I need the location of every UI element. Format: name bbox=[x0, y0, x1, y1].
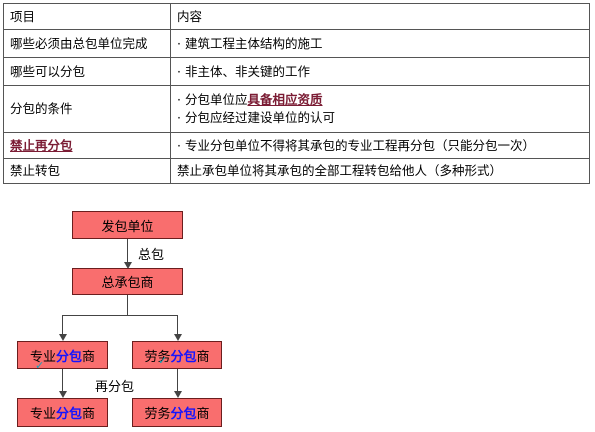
arrow-down-icon bbox=[59, 391, 67, 398]
arrow-down-icon bbox=[124, 262, 132, 269]
no-resubcontract-label: 禁止再分包 bbox=[10, 137, 73, 153]
box-text: 劳务 bbox=[144, 407, 171, 422]
arrow-down-icon bbox=[174, 391, 182, 398]
header-item: 项目 bbox=[3, 3, 171, 30]
row-item: 禁止再分包 bbox=[3, 132, 171, 159]
connector-line bbox=[127, 295, 128, 315]
connector-line bbox=[62, 369, 63, 392]
row-content: 非主体、非关键的工作 bbox=[170, 57, 590, 86]
header-content: 内容 bbox=[170, 3, 590, 30]
box-text: 劳务 bbox=[144, 349, 171, 365]
table-row: 禁止转包 禁止承包单位将其承包的全部工程转包给他人（多种形式） bbox=[3, 158, 590, 184]
connector-line bbox=[62, 315, 178, 316]
row-item: 哪些必须由总包单位完成 bbox=[3, 29, 171, 58]
box-text-emphasis: 分包 bbox=[170, 349, 197, 365]
row-item: 哪些可以分包 bbox=[3, 57, 171, 86]
box-text: 商 bbox=[196, 349, 210, 365]
table-row: 哪些必须由总包单位完成 建筑工程主体结构的施工 bbox=[3, 29, 590, 58]
table-row: 分包的条件 分包单位应具备相应资质 分包应经过建设单位的认可 bbox=[3, 85, 590, 133]
box-text: 专业 bbox=[29, 407, 56, 422]
row-content-line: 分包应经过建设单位的认可 bbox=[177, 109, 583, 127]
box-text-emphasis: 分包 bbox=[55, 349, 82, 365]
row-content: 禁止承包单位将其承包的全部工程转包给他人（多种形式） bbox=[170, 158, 590, 184]
arrow-down-icon bbox=[59, 334, 67, 341]
row-item: 禁止转包 bbox=[3, 158, 171, 184]
box-text: 商 bbox=[196, 407, 210, 422]
labor-subcontractor-box: 劳务分包商 bbox=[132, 341, 222, 369]
row-content: 专业分包单位不得将其承包的专业工程再分包（只能分包一次） bbox=[170, 132, 590, 159]
table-row: 哪些可以分包 非主体、非关键的工作 bbox=[3, 57, 590, 86]
checkmark-icon: ✓ bbox=[35, 359, 45, 372]
box-text: 商 bbox=[82, 349, 96, 365]
box-text: 专业 bbox=[29, 349, 56, 365]
row-content: 建筑工程主体结构的施工 bbox=[170, 29, 590, 58]
qualification-emphasis: 具备相应资质 bbox=[247, 92, 323, 107]
row-content-line: 专业分包单位不得将其承包的专业工程再分包（只能分包一次） bbox=[177, 138, 535, 153]
employer-box: 发包单位 bbox=[72, 211, 183, 239]
content-text: 分包单位应 bbox=[184, 92, 248, 107]
table-row: 禁止再分包 专业分包单位不得将其承包的专业工程再分包（只能分包一次） bbox=[3, 132, 590, 159]
specialty-subcontractor-box: 专业分包商 bbox=[17, 341, 108, 369]
row-content-line: 非主体、非关键的工作 bbox=[177, 64, 310, 79]
checkmark-icon: ✓ bbox=[158, 354, 168, 367]
labor-subcontractor-box-2: 劳务分包商 bbox=[132, 398, 222, 427]
connector-line bbox=[62, 315, 63, 335]
row-content-line: 建筑工程主体结构的施工 bbox=[177, 36, 323, 51]
resubcontract-label: 再分包 bbox=[95, 380, 135, 395]
rules-table: 项目 内容 哪些必须由总包单位完成 建筑工程主体结构的施工 哪些可以分包 非主体… bbox=[3, 3, 590, 184]
box-text-emphasis: 分包 bbox=[170, 407, 197, 422]
table-header-row: 项目 内容 bbox=[3, 3, 590, 30]
specialty-subcontractor-box-2: 专业分包商 bbox=[17, 398, 108, 427]
connector-line bbox=[127, 239, 128, 263]
general-contract-label: 总包 bbox=[138, 248, 165, 263]
row-item: 分包的条件 bbox=[3, 85, 171, 133]
arrow-down-icon bbox=[174, 334, 182, 341]
connector-line bbox=[177, 369, 178, 392]
box-text-emphasis: 分包 bbox=[55, 407, 82, 422]
general-contractor-box: 总承包商 bbox=[72, 268, 183, 295]
connector-line bbox=[177, 315, 178, 335]
row-content-line: 分包单位应具备相应资质 bbox=[177, 91, 583, 109]
box-text: 商 bbox=[82, 407, 96, 422]
row-content: 分包单位应具备相应资质 分包应经过建设单位的认可 bbox=[170, 85, 590, 133]
